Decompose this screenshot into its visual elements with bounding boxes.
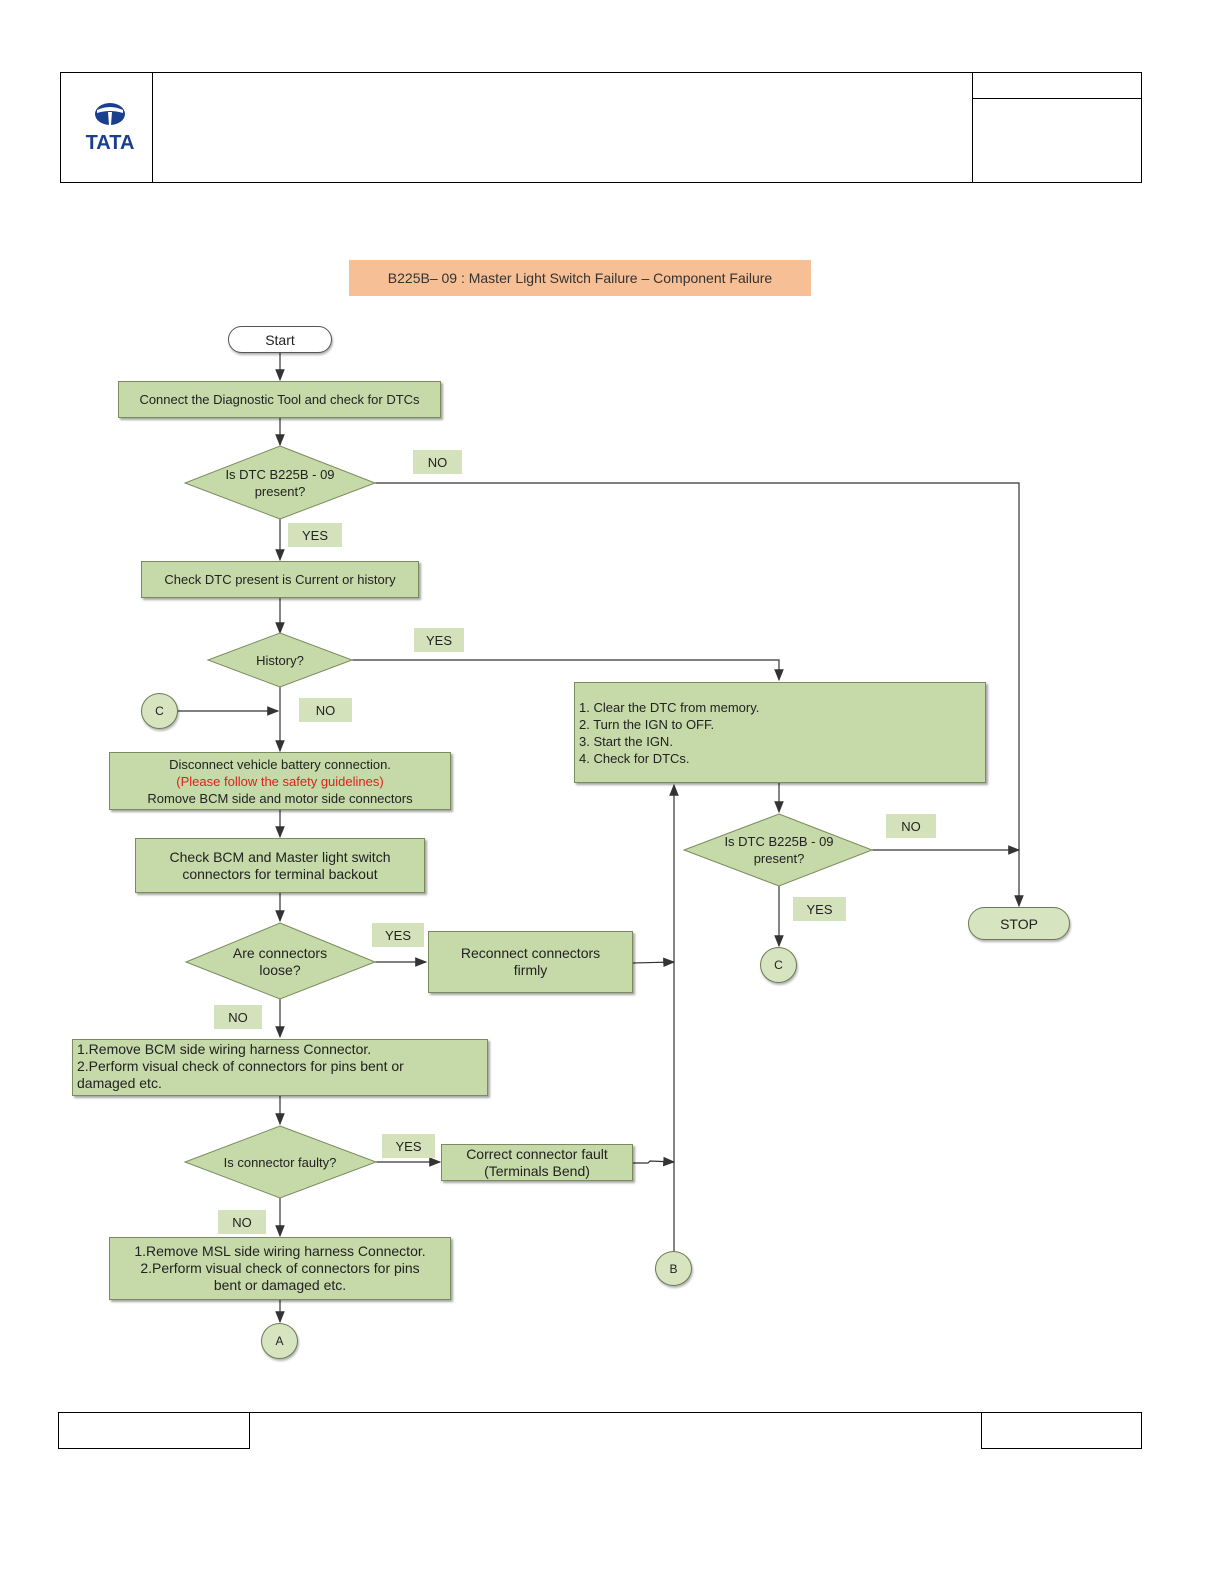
step-line: 2.Perform visual check of connectors for… bbox=[140, 1260, 420, 1276]
header-frame bbox=[60, 72, 1142, 183]
process-reconnect: Reconnect connectors firmly bbox=[428, 931, 633, 993]
label-yes-dtc-2: YES bbox=[793, 897, 846, 921]
tata-emblem-icon bbox=[95, 103, 125, 125]
header-divider-row bbox=[972, 98, 1142, 99]
decision-dtc-present-2-text: Is DTC B225B - 09 present? bbox=[704, 832, 854, 868]
decision-connectors-loose bbox=[184, 922, 377, 1000]
label-yes-history: YES bbox=[414, 628, 464, 652]
footer-left-box bbox=[58, 1412, 250, 1449]
step-line: bent or damaged etc. bbox=[213, 1277, 347, 1293]
footer-rule bbox=[250, 1412, 981, 1413]
connector-a: A bbox=[261, 1323, 298, 1359]
footer-right-box bbox=[981, 1412, 1142, 1449]
label-no-dtc-2: NO bbox=[886, 814, 936, 838]
connector-c-left: C bbox=[141, 693, 178, 729]
step-line: connectors for terminal backout bbox=[182, 865, 378, 882]
decision-connectors-loose-text: Are connectors loose? bbox=[210, 944, 350, 980]
decision-line: Are connectors bbox=[232, 945, 328, 961]
label-yes-faulty: YES bbox=[382, 1134, 435, 1158]
decision-line: Is DTC B225B - 09 bbox=[225, 467, 335, 482]
step-line: 1.Remove MSL side wiring harness Connect… bbox=[134, 1243, 426, 1259]
step-line: Disconnect vehicle battery connection. bbox=[169, 756, 391, 772]
step-line: Romove BCM side and motor side connector… bbox=[147, 790, 413, 806]
label-no-dtc: NO bbox=[413, 450, 462, 474]
decision-connector-faulty-text: Is connector faulty? bbox=[223, 1154, 337, 1170]
decision-connector-faulty bbox=[183, 1125, 378, 1199]
decision-line: present? bbox=[254, 484, 306, 499]
header-divider-right bbox=[972, 72, 973, 183]
process-clear-dtc: 1. Clear the DTC from memory. 2. Turn th… bbox=[574, 682, 986, 783]
start-terminal: Start bbox=[228, 326, 332, 353]
label-yes-loose: YES bbox=[372, 923, 424, 947]
header-divider-left bbox=[152, 72, 153, 183]
step-line: 3. Start the IGN. bbox=[579, 734, 673, 749]
label-no-faulty: NO bbox=[218, 1210, 266, 1234]
stop-terminal: STOP bbox=[968, 907, 1070, 940]
process-correct-fault: Correct connector fault (Terminals Bend) bbox=[441, 1144, 633, 1181]
decision-dtc-present-text: Is DTC B225B - 09 present? bbox=[205, 465, 355, 501]
step-line: 1.Remove BCM side wiring harness Connect… bbox=[77, 1041, 372, 1057]
step-line: 1. Clear the DTC from memory. bbox=[579, 700, 760, 715]
decision-line: present? bbox=[753, 851, 805, 866]
decision-dtc-present-2 bbox=[682, 813, 874, 887]
process-remove-bcm-harness: 1.Remove BCM side wiring harness Connect… bbox=[72, 1039, 488, 1096]
decision-line: loose? bbox=[259, 962, 301, 978]
decision-line: Is DTC B225B - 09 bbox=[724, 834, 834, 849]
process-check-current-history: Check DTC present is Current or history bbox=[141, 561, 419, 598]
label-yes-dtc: YES bbox=[288, 523, 342, 547]
step-line: damaged etc. bbox=[77, 1075, 162, 1091]
process-disconnect-battery: Disconnect vehicle battery connection. (… bbox=[109, 752, 451, 810]
step-line: 2.Perform visual check of connectors for… bbox=[77, 1058, 404, 1074]
step-line: firmly bbox=[513, 962, 548, 978]
step-line: (Terminals Bend) bbox=[484, 1162, 590, 1179]
decision-history-text: History? bbox=[256, 652, 304, 668]
step-line: 2. Turn the IGN to OFF. bbox=[579, 717, 715, 732]
decision-history bbox=[206, 632, 354, 688]
process-remove-msl-harness: 1.Remove MSL side wiring harness Connect… bbox=[109, 1237, 451, 1300]
step-line: Check BCM and Master light switch bbox=[169, 848, 391, 865]
step-line: Correct connector fault bbox=[466, 1145, 608, 1162]
tata-logo: TATA bbox=[78, 98, 142, 158]
label-no-loose: NO bbox=[214, 1005, 262, 1029]
decision-dtc-present bbox=[183, 445, 377, 520]
process-check-bcm-msl: Check BCM and Master light switch connec… bbox=[135, 838, 425, 893]
logo-wordmark: TATA bbox=[85, 132, 135, 154]
label-no-history: NO bbox=[299, 698, 352, 722]
connector-c-right: C bbox=[760, 947, 797, 983]
step-line: 4. Check for DTCs. bbox=[579, 751, 690, 766]
process-connect-tool: Connect the Diagnostic Tool and check fo… bbox=[118, 381, 441, 418]
safety-warning: (Please follow the safety guidelines) bbox=[176, 773, 384, 789]
connector-b: B bbox=[655, 1251, 692, 1286]
step-line: Reconnect connectors bbox=[460, 945, 601, 961]
flowchart-title: B225B– 09 : Master Light Switch Failure … bbox=[349, 260, 811, 296]
